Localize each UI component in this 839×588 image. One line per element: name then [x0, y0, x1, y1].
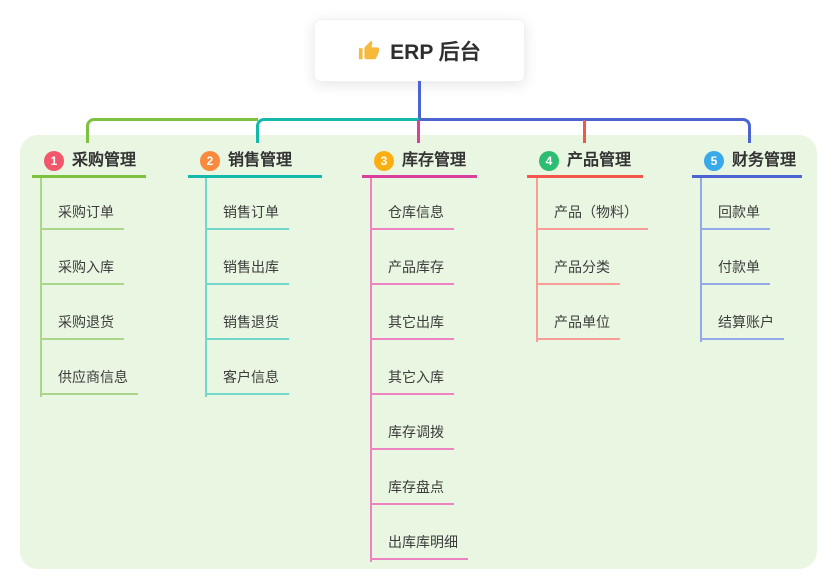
branch-title: 财务管理 — [732, 152, 797, 169]
child-node[interactable]: 销售订单 — [205, 203, 289, 230]
branch-title: 产品管理 — [567, 152, 632, 169]
branch-number-badge: 5 — [704, 151, 724, 171]
child-node[interactable]: 销售出库 — [205, 258, 289, 285]
branch-connector-line — [370, 178, 372, 562]
branch-connector-line — [536, 178, 538, 342]
child-node[interactable]: 出库库明细 — [370, 533, 468, 560]
child-node[interactable]: 库存盘点 — [370, 478, 454, 505]
child-node[interactable]: 仓库信息 — [370, 203, 454, 230]
branch-node[interactable]: 5 财务管理 — [692, 151, 802, 178]
child-node[interactable]: 产品（物料） — [536, 203, 648, 230]
child-node[interactable]: 采购订单 — [40, 203, 124, 230]
connector-bus-finance — [419, 118, 751, 143]
child-node[interactable]: 产品分类 — [536, 258, 620, 285]
connector-bus-sales — [256, 118, 420, 143]
child-node[interactable]: 采购退货 — [40, 313, 124, 340]
branch-connector-line — [40, 178, 42, 397]
branch-node[interactable]: 2 销售管理 — [188, 151, 322, 178]
child-node[interactable]: 供应商信息 — [40, 368, 138, 395]
branch-node[interactable]: 3 库存管理 — [362, 151, 477, 178]
branches-panel — [20, 135, 817, 569]
branch-number-badge: 3 — [374, 151, 394, 171]
child-node[interactable]: 结算账户 — [700, 313, 784, 340]
connector-root — [418, 81, 421, 119]
child-node[interactable]: 其它出库 — [370, 313, 454, 340]
child-node[interactable]: 库存调拨 — [370, 423, 454, 450]
branch-title: 库存管理 — [402, 152, 467, 169]
branch-node[interactable]: 4 产品管理 — [527, 151, 643, 178]
branch-connector-line — [700, 178, 702, 342]
connector-drop-product — [583, 120, 586, 143]
child-node[interactable]: 产品库存 — [370, 258, 454, 285]
branch-node[interactable]: 1 采购管理 — [32, 151, 146, 178]
connector-drop-inventory — [417, 120, 420, 143]
branch-number-badge: 4 — [539, 151, 559, 171]
root-title: ERP 后台 — [390, 40, 481, 64]
child-node[interactable]: 付款单 — [700, 258, 770, 285]
connector-bus-purchase — [86, 118, 258, 143]
branch-connector-line — [205, 178, 207, 397]
child-node[interactable]: 采购入库 — [40, 258, 124, 285]
child-node[interactable]: 产品单位 — [536, 313, 620, 340]
child-node[interactable]: 客户信息 — [205, 368, 289, 395]
child-node[interactable]: 回款单 — [700, 203, 770, 230]
child-node[interactable]: 其它入库 — [370, 368, 454, 395]
branch-title: 采购管理 — [72, 152, 137, 169]
root-node[interactable]: ERP 后台 — [314, 19, 525, 82]
branch-number-badge: 2 — [200, 151, 220, 171]
child-node[interactable]: 销售退货 — [205, 313, 289, 340]
branch-title: 销售管理 — [228, 152, 293, 169]
branch-number-badge: 1 — [44, 151, 64, 171]
thumbs-up-icon — [359, 40, 380, 59]
